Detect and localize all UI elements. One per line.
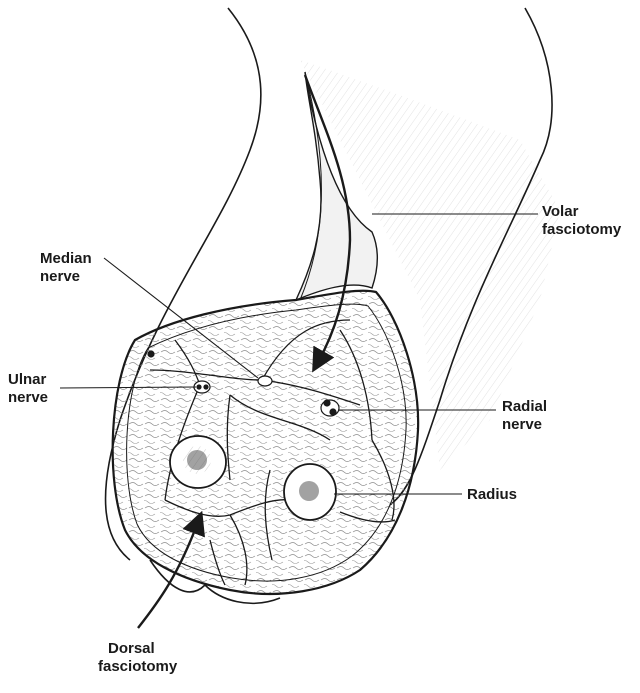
dorsal-label-line1: Dorsal <box>98 640 177 658</box>
small-vessel <box>148 351 154 357</box>
ulna-bone <box>170 436 226 488</box>
volar-label-line2: fasciotomy <box>542 221 621 239</box>
radius-label: Radius <box>467 486 517 504</box>
ulnar-nerve-label: Ulnar nerve <box>8 371 48 407</box>
median-label-line1: Median <box>40 250 92 268</box>
median-label-line2: nerve <box>40 268 92 286</box>
radial-nerve-label: Radial nerve <box>502 398 547 434</box>
median-nerve-dot <box>258 376 272 386</box>
dorsal-label-line2: fasciotomy <box>98 658 177 676</box>
radial-label-line1: Radial <box>502 398 547 416</box>
cross-section-outer <box>113 291 418 594</box>
radius-bone <box>284 464 336 520</box>
ulnar-label-line2: nerve <box>8 389 48 407</box>
volar-label-line1: Volar <box>542 203 621 221</box>
ulnar-label-line1: Ulnar <box>8 371 48 389</box>
volar-fasciotomy-label: Volar fasciotomy <box>542 203 621 239</box>
dorsal-fasciotomy-label: Dorsal fasciotomy <box>98 640 177 676</box>
median-nerve-label: Median nerve <box>40 250 92 286</box>
radial-label-line2: nerve <box>502 416 547 434</box>
radius-label-line1: Radius <box>467 486 517 504</box>
